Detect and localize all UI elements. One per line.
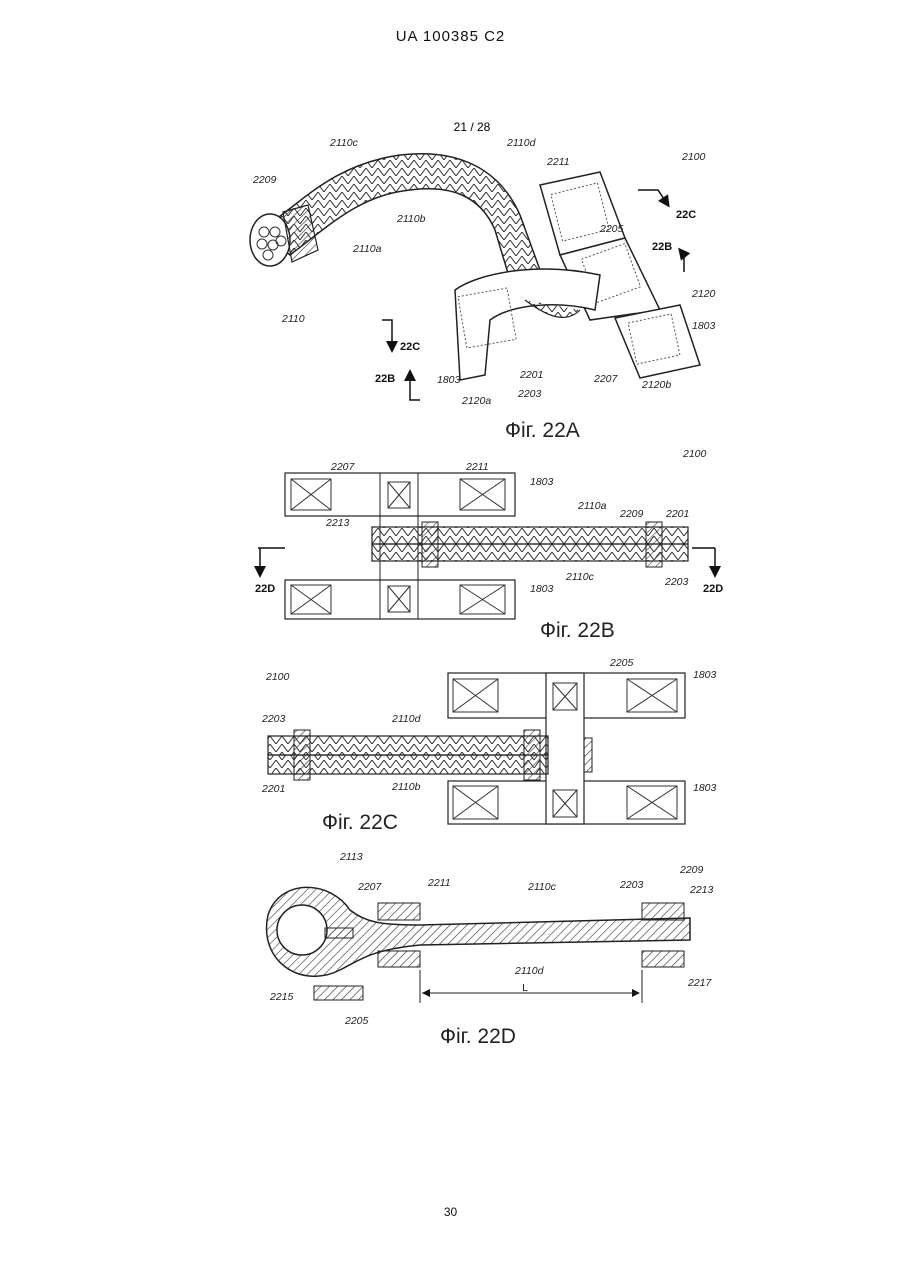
sheet-number: 21 / 28 bbox=[454, 120, 491, 134]
label-2110d: 2110d bbox=[514, 965, 545, 977]
label-1803-bottom: 1803 bbox=[530, 583, 554, 595]
figure-22c: 2100 2205 1803 2203 2110d 2201 2110b 180… bbox=[261, 657, 717, 834]
section-marker-22c-top: 22C bbox=[676, 209, 696, 221]
label-2209: 2209 bbox=[679, 864, 704, 876]
label-2100: 2100 bbox=[682, 448, 707, 460]
section-marker-22d-left: 22D bbox=[255, 583, 275, 595]
rope-end bbox=[250, 214, 290, 266]
label-2217: 2217 bbox=[687, 977, 713, 989]
label-2120: 2120 bbox=[691, 288, 716, 300]
figure-22d: 2113 2207 2211 2110c 2203 2209 2213 2110… bbox=[267, 851, 714, 1048]
whipping-2209 bbox=[646, 522, 662, 567]
label-2207: 2207 bbox=[357, 881, 383, 893]
section-marker-22c-left: 22C bbox=[400, 341, 420, 353]
strap-2120a bbox=[455, 269, 600, 380]
figure-22a: 21 / 28 2110c 2110d 2209 2110b 2110a 221… bbox=[250, 120, 716, 442]
whipping-2209-22d bbox=[642, 903, 684, 920]
strap-2120b bbox=[615, 305, 700, 378]
whipping-2211-22c bbox=[524, 730, 540, 780]
label-2201: 2201 bbox=[261, 783, 285, 795]
label-2100: 2100 bbox=[265, 671, 290, 683]
label-2205: 2205 bbox=[609, 657, 634, 669]
label-2215: 2215 bbox=[269, 991, 294, 1003]
caption-fig-22c: Фіг. 22C bbox=[322, 811, 398, 834]
label-2201: 2201 bbox=[665, 508, 689, 520]
dimension-L: L bbox=[522, 982, 528, 994]
label-2209: 2209 bbox=[619, 508, 644, 520]
label-2100: 2100 bbox=[681, 151, 706, 163]
whipping-2209-22c bbox=[294, 730, 310, 780]
label-2110d: 2110d bbox=[391, 713, 422, 725]
figure-22b: 2207 2211 2100 1803 2213 2110a 2209 2201… bbox=[255, 448, 723, 642]
label-2110d: 2110d bbox=[506, 137, 537, 149]
caption-fig-22d: Фіг. 22D bbox=[440, 1025, 516, 1048]
label-2110b: 2110b bbox=[396, 213, 426, 225]
label-2110: 2110 bbox=[281, 313, 305, 325]
label-2120b: 2120b bbox=[641, 379, 671, 391]
label-2203: 2203 bbox=[517, 388, 542, 400]
label-2203: 2203 bbox=[619, 879, 644, 891]
rope-strand-2110c bbox=[372, 544, 688, 561]
page-number: 30 bbox=[0, 1205, 901, 1219]
section-marker-22b-right: 22B bbox=[652, 241, 672, 253]
label-2211: 2211 bbox=[546, 156, 570, 168]
label-2211: 2211 bbox=[465, 461, 489, 473]
label-2203: 2203 bbox=[261, 713, 286, 725]
label-2110c: 2110c bbox=[527, 881, 557, 893]
label-2207: 2207 bbox=[330, 461, 356, 473]
label-1803-top: 1803 bbox=[530, 476, 554, 488]
part-2205 bbox=[314, 986, 363, 1000]
label-1803-left: 1803 bbox=[437, 374, 461, 386]
label-1803-bottom: 1803 bbox=[693, 782, 717, 794]
label-2110c: 2110c bbox=[329, 137, 359, 149]
label-2203: 2203 bbox=[664, 576, 689, 588]
whipping-2211 bbox=[422, 522, 438, 567]
label-2205: 2205 bbox=[344, 1015, 369, 1027]
label-2110c: 2110c bbox=[565, 571, 595, 583]
label-2201: 2201 bbox=[519, 369, 543, 381]
label-1803-right: 1803 bbox=[692, 320, 716, 332]
label-2113: 2113 bbox=[339, 851, 363, 863]
label-2209: 2209 bbox=[252, 174, 277, 186]
label-2120a: 2120a bbox=[461, 395, 491, 407]
caption-fig-22b: Фіг. 22B bbox=[540, 619, 615, 642]
caption-fig-22a: Фіг. 22A bbox=[505, 419, 580, 442]
label-2211: 2211 bbox=[427, 877, 451, 889]
section-marker-22b-left: 22B bbox=[375, 373, 395, 385]
rope-strand-2110a bbox=[372, 527, 688, 544]
label-2110a: 2110a bbox=[352, 243, 382, 255]
section-marker-22d-right: 22D bbox=[703, 583, 723, 595]
label-1803-top: 1803 bbox=[693, 669, 717, 681]
whipping-2211-22d bbox=[378, 903, 420, 920]
label-2110b: 2110b bbox=[391, 781, 421, 793]
label-2110a: 2110a bbox=[577, 500, 607, 512]
label-2213: 2213 bbox=[689, 884, 714, 896]
label-2207: 2207 bbox=[593, 373, 619, 385]
label-2213: 2213 bbox=[325, 517, 350, 529]
label-2205: 2205 bbox=[599, 223, 624, 235]
